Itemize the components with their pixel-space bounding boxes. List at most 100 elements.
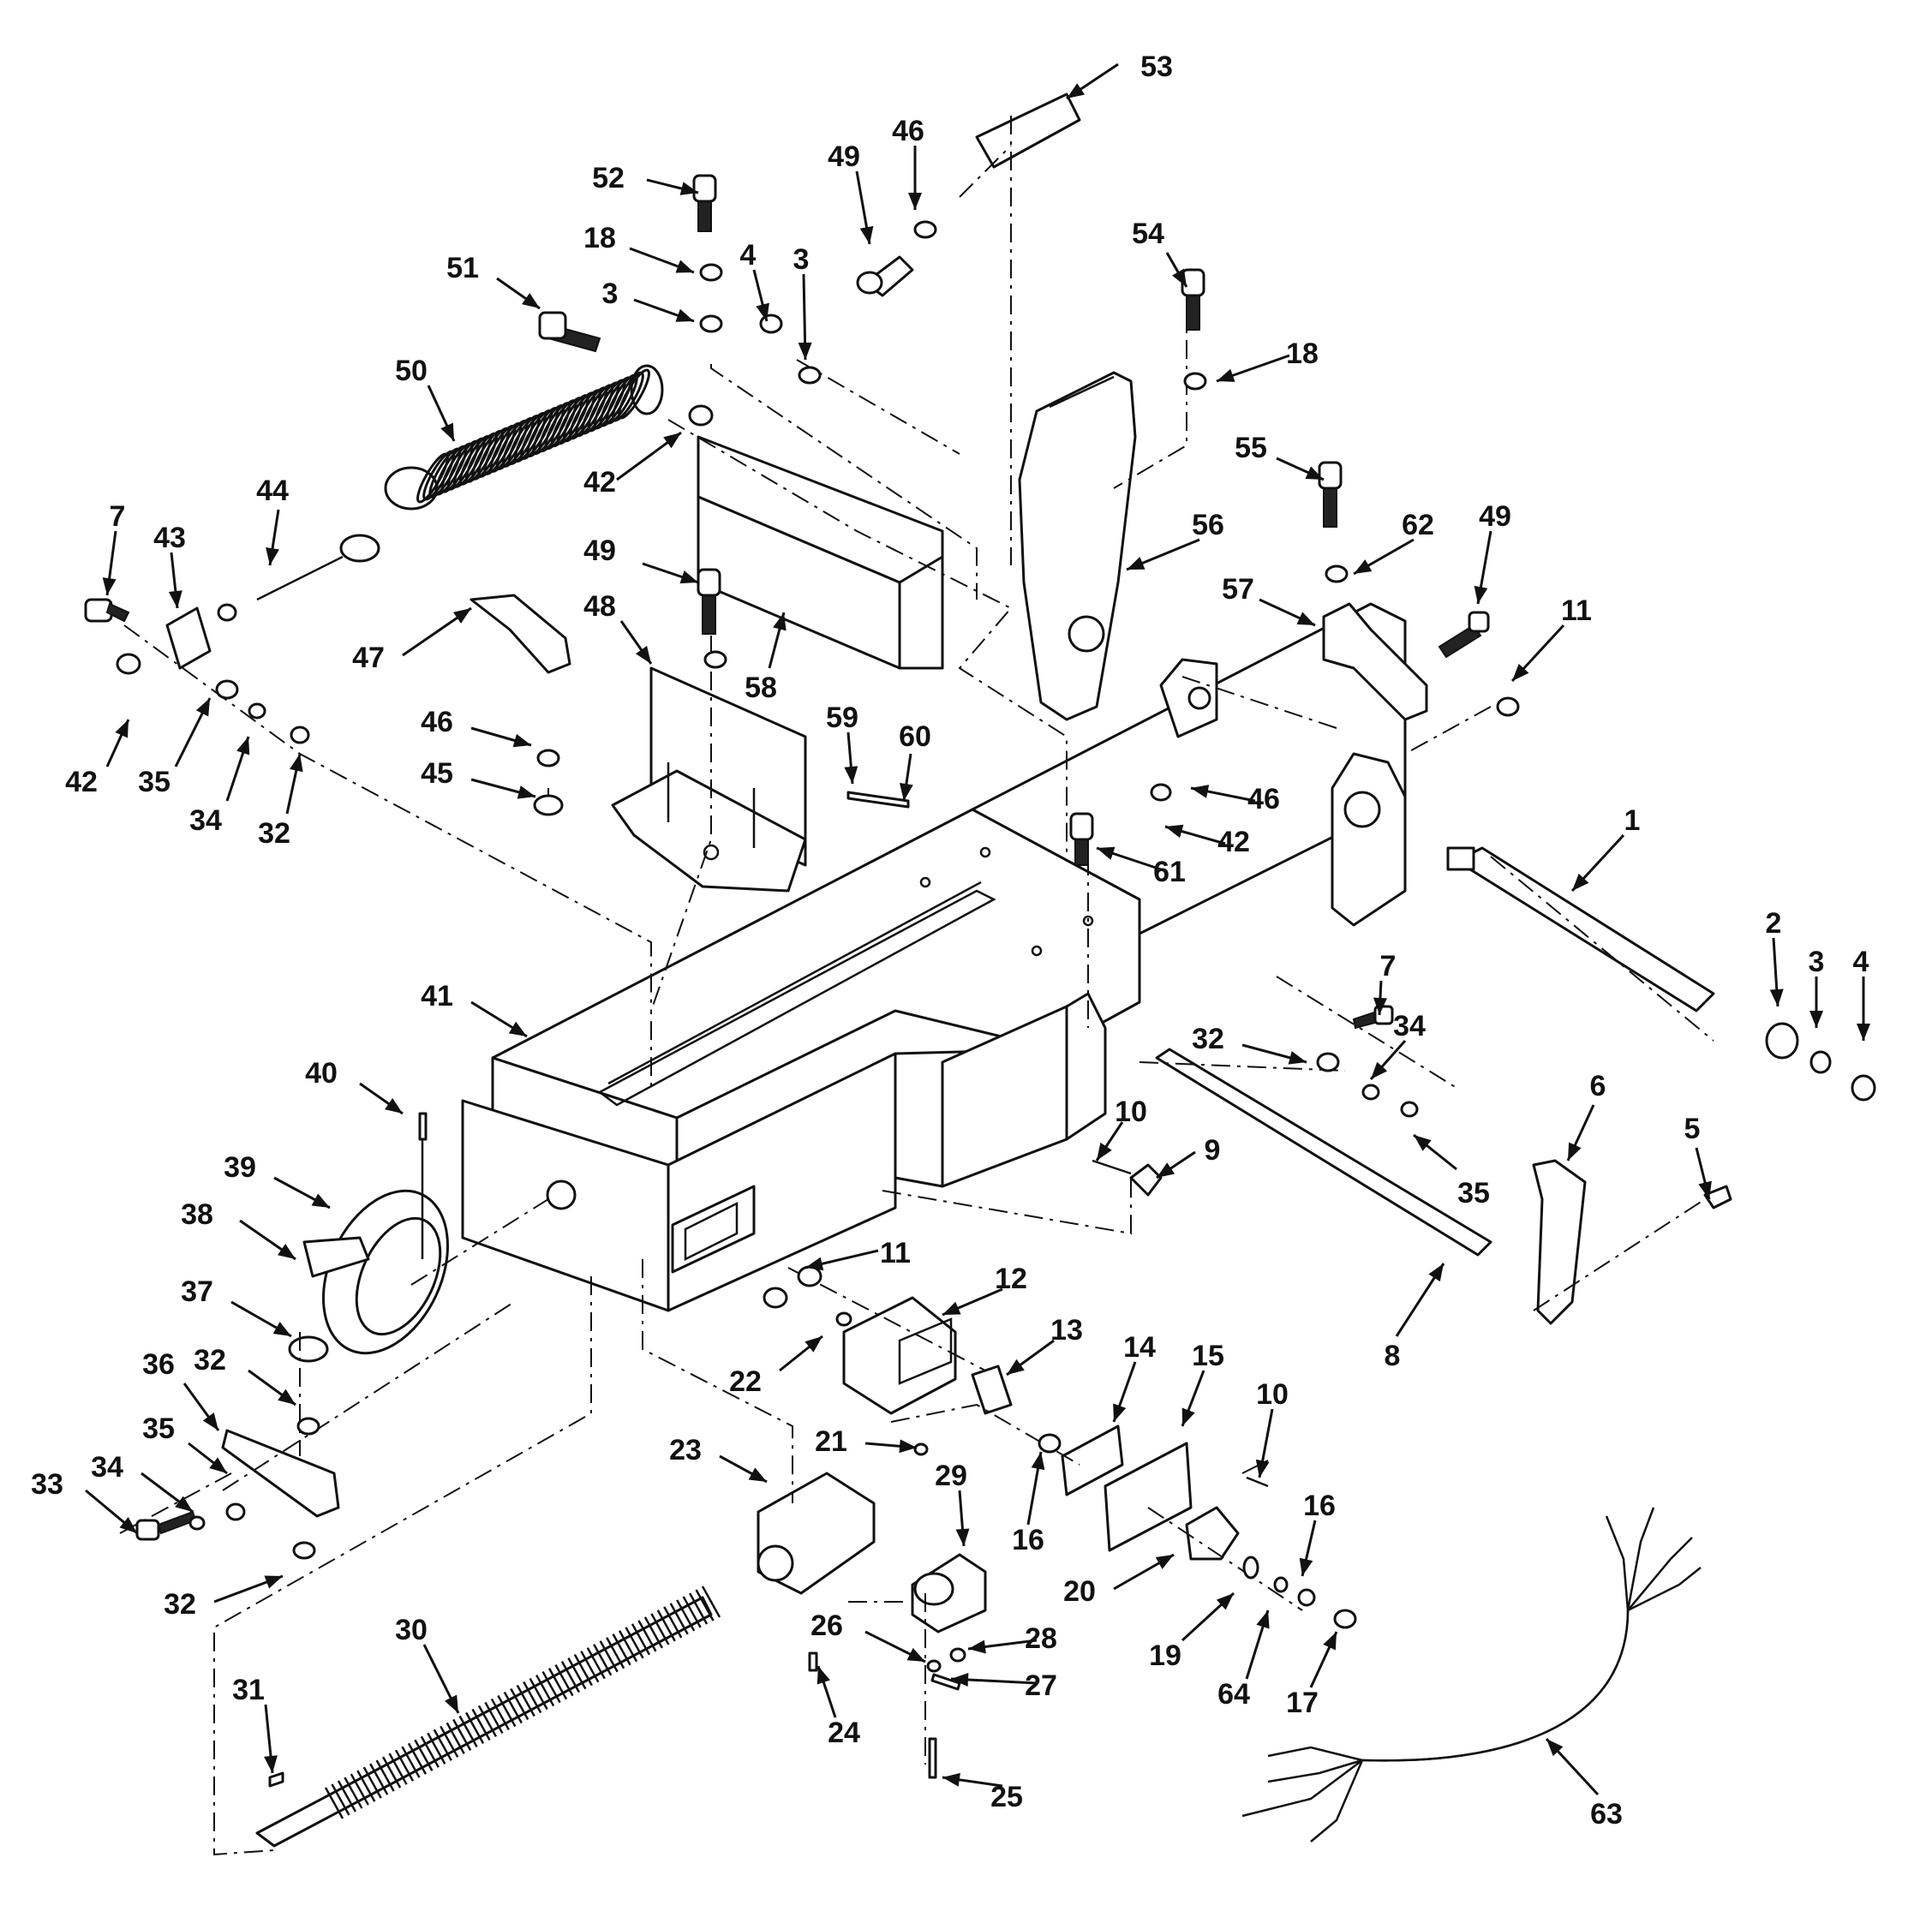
part-number-label: 47 (352, 642, 385, 674)
callout-arrowhead (675, 260, 694, 273)
bracket-small (1185, 1506, 1240, 1561)
callout-arrowhead (675, 308, 694, 322)
callout-arrowhead (1191, 785, 1210, 798)
part-number-label: 42 (1217, 826, 1250, 858)
part-number-label: 22 (729, 1365, 762, 1398)
callout-arrowhead (908, 193, 922, 210)
callout-arrowhead (968, 1639, 986, 1654)
screw-thread (433, 1729, 452, 1761)
screw-thread (529, 1677, 548, 1711)
part-number-label: 56 (1192, 509, 1224, 541)
callout-arrowhead (236, 737, 250, 755)
part-number-label: 43 (153, 522, 186, 554)
callout-arrowhead (1857, 1024, 1870, 1041)
screw-thread (401, 1746, 421, 1778)
part-number-label: 34 (189, 804, 222, 837)
power-cord (1241, 1507, 1702, 1842)
part-number-label: 16 (1012, 1524, 1044, 1556)
part-number-label: 4 (1853, 946, 1869, 978)
screw-thread (497, 1694, 517, 1728)
blade-guide-arm (1018, 371, 1137, 721)
part-number-label: 18 (1286, 337, 1319, 370)
callout-arrowhead (679, 570, 698, 584)
hardware (84, 174, 1876, 1788)
part-number-label: 50 (395, 355, 428, 387)
part-number-label: 3 (1809, 946, 1825, 978)
screw-thread (676, 1599, 696, 1632)
mounting-plate (1104, 1442, 1193, 1552)
callout-arrowhead (1007, 1359, 1025, 1375)
part-number-label: 11 (880, 1237, 911, 1269)
part-number-label: 60 (899, 720, 931, 753)
lock-handle (470, 594, 571, 674)
callout-arrowhead (522, 292, 540, 308)
screw-thread (663, 1606, 683, 1639)
part-number-label: 54 (1132, 218, 1164, 250)
control-lever (1532, 1159, 1587, 1325)
callout-arrowhead (1217, 368, 1235, 382)
callout-arrowhead (272, 1322, 291, 1336)
screw-thread (695, 1589, 715, 1621)
screw-thread (625, 1627, 644, 1659)
callout-arrowhead (278, 1244, 296, 1259)
callout-arrowhead (1097, 1142, 1112, 1161)
callout-arrowhead (805, 1257, 824, 1271)
callout-arrowhead (1296, 612, 1315, 625)
part-number-label: 18 (583, 222, 616, 254)
part-number-label: 36 (142, 1348, 175, 1381)
callout-arrowhead (385, 1097, 403, 1114)
screw-thread (606, 1637, 625, 1669)
screw-thread (669, 1603, 689, 1635)
knob (288, 1335, 329, 1363)
screw-thread (464, 1711, 485, 1744)
callout-arrowhead (951, 1673, 969, 1687)
screw-thread (394, 1749, 415, 1782)
part-number-label: 8 (1385, 1340, 1401, 1372)
part-number-label: 35 (138, 766, 170, 798)
part-number-label: 38 (181, 1198, 213, 1231)
callout-arrowhead (955, 1528, 970, 1546)
part-number-label: 37 (181, 1275, 213, 1308)
part-number-label: 35 (142, 1412, 175, 1445)
callout-arrowhead (311, 1193, 330, 1208)
part-number-label: 33 (31, 1468, 63, 1501)
callout-arrowhead (115, 720, 129, 738)
screw-thread (637, 1620, 657, 1652)
screw-thread (656, 1609, 676, 1642)
screw-thread (490, 1698, 510, 1731)
part-number-label: 11 (1561, 594, 1592, 627)
spring-bracket (165, 606, 212, 670)
stop-bracket (221, 1429, 340, 1518)
screw-thread (599, 1640, 619, 1673)
part-number-label: 40 (305, 1057, 338, 1090)
screw-thread (350, 1773, 369, 1806)
screw-thread (612, 1633, 631, 1666)
screw-thread (414, 1739, 434, 1771)
callout-arrowhead (1172, 268, 1187, 287)
screw-thread (650, 1613, 670, 1645)
screw-thread (388, 1753, 408, 1785)
part-number-label: 35 (1457, 1177, 1490, 1209)
callout-arrowhead (1698, 1180, 1712, 1199)
part-number-label: 16 (1303, 1490, 1336, 1522)
callout-arrowhead (816, 1666, 830, 1685)
callout-arrowhead (1512, 663, 1529, 681)
screw-thread (452, 1718, 472, 1751)
screw-thread (541, 1670, 561, 1704)
screw-thread (427, 1732, 446, 1765)
callout-arrowhead (773, 612, 787, 631)
part-number-label: 13 (1050, 1314, 1083, 1347)
screw-thread (446, 1722, 465, 1754)
callout-arrowhead (899, 1439, 917, 1454)
screw-thread (682, 1596, 702, 1628)
part-number-label: 57 (1222, 573, 1254, 606)
screw-thread (362, 1766, 382, 1799)
callout-arrowhead (1256, 1610, 1270, 1629)
part-number-label: 59 (826, 702, 858, 734)
part-number-label: 15 (1192, 1340, 1224, 1372)
callout-arrowhead (1157, 1162, 1175, 1178)
callout-arrowhead (195, 698, 210, 717)
callout-arrowhead (798, 342, 812, 360)
callout-arrowhead (1255, 1459, 1270, 1478)
